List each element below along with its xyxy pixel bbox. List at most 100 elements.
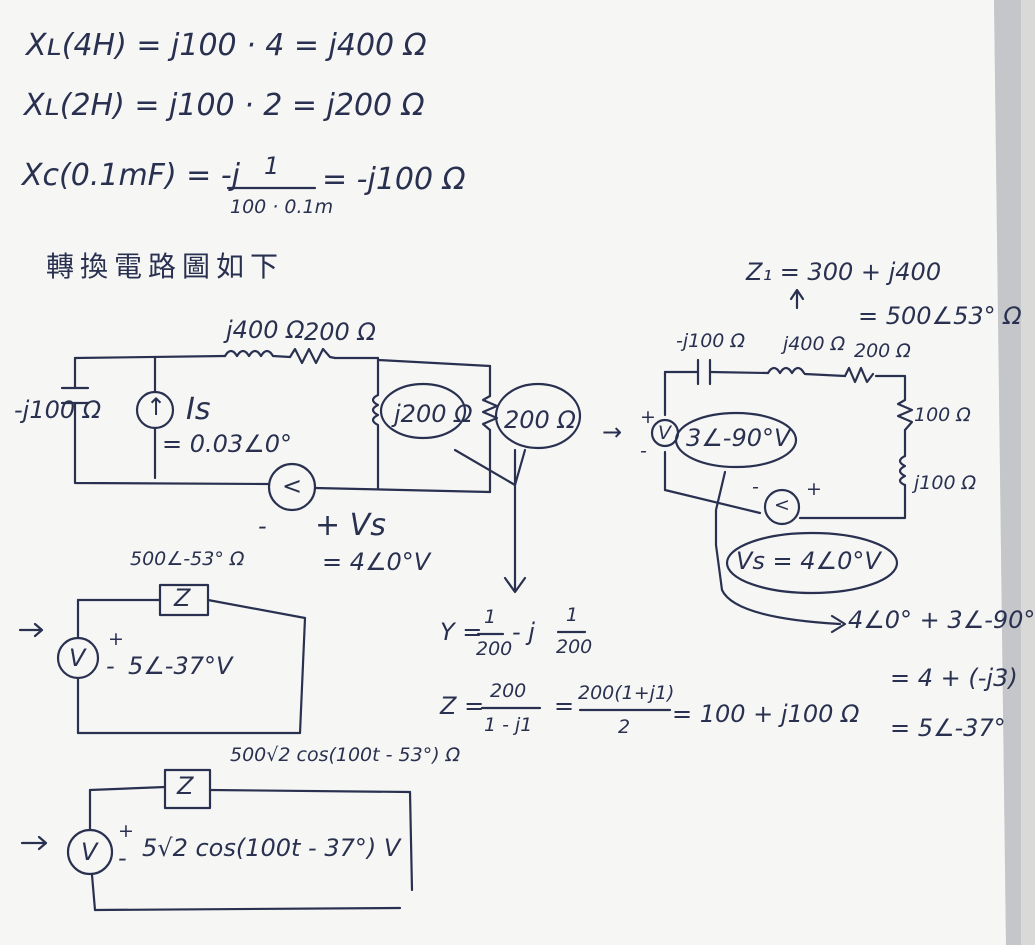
- eq-xl-2h: Xʟ(2H) = j100 · 2 = j200 Ω: [24, 88, 425, 123]
- highlight-ellipse-3v: [674, 411, 798, 469]
- page-shadow: [994, 0, 1021, 945]
- c4-minus: -: [118, 844, 127, 872]
- sum-line3: = 5∠-37°: [890, 714, 1006, 742]
- eq-xc-rhs: = -j100 Ω: [322, 162, 466, 197]
- sum-line1: 4∠0° + 3∠-90°: [848, 606, 1035, 634]
- c3-v-value: 5∠-37°V: [128, 652, 233, 680]
- eq-xl-4h: Xʟ(4H) = j100 · 4 = j400 Ω: [26, 28, 427, 63]
- current-source-symbol: [135, 390, 175, 430]
- circuit1-capacitor: [60, 386, 90, 405]
- circuit2-capacitor: [696, 358, 712, 386]
- c4-z-value: 500√2 cos(100t - 53°) Ω: [230, 744, 461, 766]
- c2-input-arrow: →: [602, 418, 623, 446]
- c4-plus: +: [118, 820, 134, 842]
- c3-plus: +: [108, 628, 124, 650]
- c1-vs-label: + Vs: [315, 508, 386, 543]
- circuit2-wires: [663, 370, 907, 520]
- up-arrow-icon: ↑: [146, 393, 167, 421]
- y-den2: 200: [556, 636, 593, 658]
- z-den1: 1 - j1: [484, 714, 533, 736]
- c4-z-box-label: Z: [177, 772, 194, 800]
- c4-v-value: 5√2 cos(100t - 37°) V: [142, 834, 401, 862]
- c4-v-icon: V: [81, 838, 98, 866]
- c1-res-right-label: 200 Ω: [504, 406, 576, 434]
- c3-v-icon: V: [69, 644, 86, 672]
- c1-ind-top-label: j400 Ω: [226, 316, 305, 344]
- c3-z-value: 500∠-53° Ω: [130, 548, 245, 570]
- c2-cap-label: -j100 Ω: [676, 330, 745, 352]
- c3-minus: -: [106, 652, 115, 680]
- highlight-ellipse-200: [494, 382, 582, 450]
- y-num2: 1: [566, 604, 579, 626]
- voltage-source-vs-symbol: [267, 462, 317, 512]
- circuit2-resistor-side: [896, 398, 914, 432]
- z1-line1: Z₁ = 300 + j400: [746, 258, 942, 286]
- circuit3-impedance-box: [158, 583, 210, 617]
- circuit1-inductor-mid: [371, 393, 380, 432]
- c2-res-label: 200 Ω: [854, 340, 911, 362]
- c1-is-label: Is: [186, 392, 211, 427]
- z1-line2: = 500∠53° Ω: [858, 302, 1022, 330]
- circuit1-resistor-right: [481, 394, 499, 432]
- z-den2: 2: [618, 716, 631, 738]
- circuit1-resistor-top: [288, 347, 337, 365]
- eq-xc-numerator: 1: [264, 152, 280, 180]
- ellipse-connector: [453, 448, 527, 487]
- circuit2-vs-source-symbol: [763, 488, 801, 526]
- c2-vsrc-v-icon: V: [658, 422, 671, 444]
- c2-r-side-label: 100 Ω: [914, 404, 971, 426]
- z-rhs: = 100 + j100 Ω: [672, 700, 860, 728]
- circuit1-wires: [73, 354, 517, 592]
- c2-vsrc-minus: -: [640, 440, 647, 462]
- c2-vsrc-value: 3∠-90°V: [686, 424, 791, 452]
- z-eq: =: [554, 692, 575, 720]
- arrow-down-to-admittance: [503, 576, 527, 594]
- circuit2-inductor-side: [898, 454, 907, 487]
- c1-res-top-label: 200 Ω: [304, 318, 376, 346]
- y-num1: 1: [484, 606, 497, 628]
- c2-vs-plus: +: [806, 478, 822, 500]
- circuit1-inductor-top: [223, 349, 292, 359]
- circuit2-resistor-top: [843, 366, 875, 384]
- eq-xc-denominator: 100 · 0.1m: [230, 196, 334, 218]
- c1-ind-mid-label: j200 Ω: [394, 400, 473, 428]
- sum-arrow-curve: [714, 470, 842, 626]
- c2-vsrc-plus: +: [640, 406, 656, 428]
- circuit4-arrow: [20, 835, 48, 851]
- c3-z-box-label: Z: [174, 584, 191, 612]
- y-lhs: Y =: [440, 618, 483, 646]
- c2-vs-box-value: Vs = 4∠0°V: [736, 547, 881, 575]
- y-den1: 200: [476, 638, 513, 660]
- y-mid: - j: [512, 618, 535, 646]
- z-lhs: Z =: [440, 692, 485, 720]
- circuit4-voltage-source-symbol: [66, 828, 114, 876]
- circuit2-inductor: [766, 366, 806, 375]
- sum-line2: = 4 + (-j3): [890, 664, 1018, 692]
- circuit3-voltage-source-symbol: [56, 636, 100, 680]
- circuit4-wires: [88, 785, 414, 912]
- eq-xc-lhs: Xc(0.1mF) = -j: [22, 158, 241, 193]
- c1-vs-minus: -: [258, 512, 267, 540]
- caption-converted-circuit: 轉換電路圖如下: [46, 250, 285, 283]
- c1-vs-symbol-icon: <: [282, 472, 303, 500]
- highlight-ellipse-vs: [725, 531, 899, 595]
- c1-vs-value: = 4∠0°V: [322, 548, 431, 576]
- circuit4-impedance-box: [163, 768, 212, 810]
- paper-sheet: [0, 0, 1006, 945]
- sum-arrow-head: [830, 614, 847, 634]
- c2-ind-label: j400 Ω: [783, 333, 846, 355]
- c2-vs-symbol-icon: <: [774, 494, 790, 516]
- fraction-bars: [226, 186, 672, 712]
- circuit3-wires: [76, 598, 307, 735]
- c1-cap-label: -j100 Ω: [14, 396, 102, 424]
- circuit3-arrow: [18, 622, 44, 638]
- z-num1: 200: [490, 680, 527, 702]
- highlight-ellipse-j200: [379, 382, 467, 440]
- c2-vs-minus: -: [752, 476, 759, 498]
- z-num2: 200(1+j1): [578, 682, 675, 704]
- z1-pointer-head: [789, 288, 805, 301]
- c1-is-value: = 0.03∠0°: [162, 430, 292, 458]
- c2-l-side-label: j100 Ω: [914, 472, 977, 494]
